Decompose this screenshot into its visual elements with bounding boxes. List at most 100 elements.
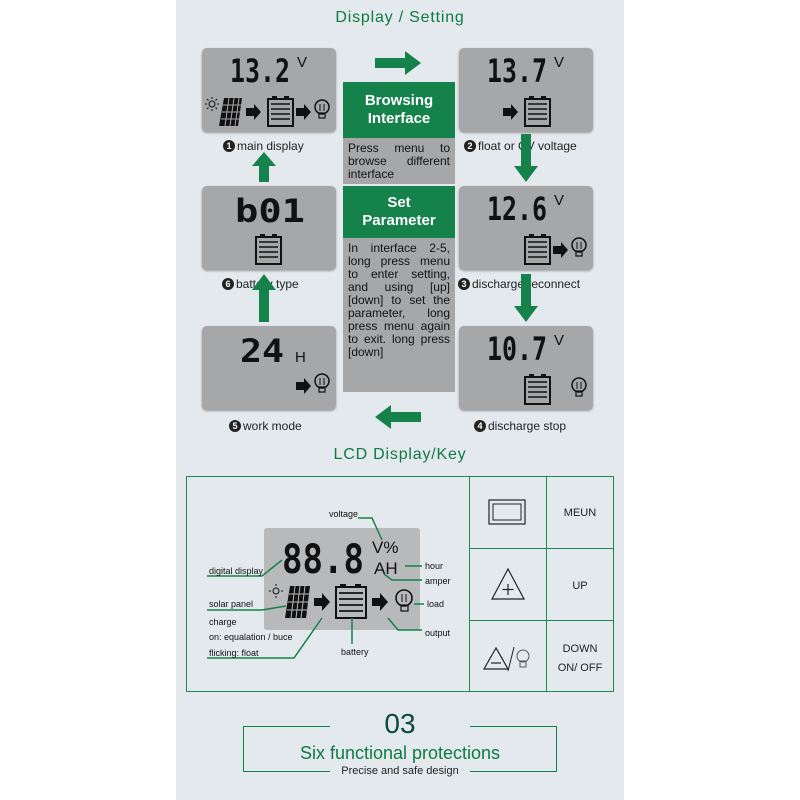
key-column-divider (546, 476, 547, 692)
label-battery: battery (341, 647, 369, 657)
lcd-screen-work: 24 H (202, 326, 336, 410)
battery-icon (335, 584, 367, 619)
lcd-stop-value: 10.7 (487, 330, 547, 368)
leader-solar-panel (207, 605, 287, 611)
down-onoff-key-icon (482, 646, 530, 672)
caption-text: main display (237, 139, 304, 153)
set-parameter-title-line1: Set (387, 194, 411, 211)
battery-icon (255, 234, 282, 265)
battery-icon (267, 96, 294, 127)
lcd-screen-stop: 10.7 V (459, 326, 593, 410)
number-badge: 2 (464, 140, 476, 152)
lcd-main-value: 13.2 (230, 52, 290, 90)
leader-output (387, 617, 422, 631)
bulb-icon (395, 589, 413, 612)
key-row-divider (469, 548, 614, 549)
label-charge: charge (209, 617, 237, 627)
solar-panel-icon (285, 585, 310, 619)
label-amper: amper (425, 576, 451, 586)
caption-text: work mode (243, 419, 302, 433)
lcd-screen-stop-graphic: 10.7 V (487, 330, 587, 405)
arrow-down-icon (514, 134, 538, 182)
frame-gap (330, 711, 470, 727)
protections-subtitle: Precise and safe design (341, 765, 459, 777)
number-badge: 5 (229, 420, 241, 432)
lcd-screen-reconnect-graphic: 12.6 V (487, 190, 587, 265)
key-column-divider (469, 476, 470, 692)
lcd-work-unit: H (295, 349, 306, 366)
battery-icon (524, 96, 551, 127)
lcd-float-value: 13.7 (487, 52, 547, 90)
battery-icon (524, 374, 551, 405)
arrow-right-icon (553, 242, 568, 258)
leader-amper (383, 573, 422, 581)
menu-key[interactable] (470, 477, 546, 548)
menu-key-label[interactable]: MEUN (563, 507, 597, 519)
leader-voltage (358, 517, 383, 541)
arrow-up-icon (252, 274, 276, 322)
lcd-screen-battery: b01 (202, 186, 336, 270)
display-setting-title: Display / Setting (335, 9, 465, 26)
set-parameter-desc: In interface 2-5, long press menu to ent… (343, 238, 455, 392)
lcd-reconnect-value: 12.6 (487, 190, 547, 228)
lcd-battery-value: b01 (235, 192, 305, 230)
arrow-right-icon (372, 593, 388, 611)
onoff-key-label[interactable]: ON/ OFF (557, 662, 603, 674)
label-charge-flicking: flicking: float (209, 648, 259, 658)
bulb-icon (314, 373, 330, 393)
arrow-right-icon (296, 104, 311, 120)
label-hour: hour (425, 561, 444, 571)
browsing-interface-header: Browsing Interface (343, 82, 455, 138)
lcd-screen-reconnect: 12.6 V (459, 186, 593, 270)
number-badge: 1 (223, 140, 235, 152)
arrow-right-icon (296, 378, 311, 394)
browsing-title-line1: Browsing (364, 92, 434, 109)
down-key-label[interactable]: DOWN (562, 643, 598, 655)
browsing-interface-desc: Press menu to browse different interface (343, 138, 455, 184)
arrow-left-icon (375, 405, 421, 429)
sun-icon (269, 584, 283, 598)
lcd-reconnect-unit: V (554, 192, 564, 209)
arrow-right-icon (246, 104, 261, 120)
lcd-screen-main: 13.2 V (202, 48, 336, 132)
up-key[interactable] (470, 549, 546, 620)
arrow-down-icon (514, 274, 538, 322)
battery-icon (524, 234, 551, 265)
label-load: load (427, 599, 445, 609)
arrow-right-icon (314, 593, 330, 611)
lcd-float-unit: V (554, 54, 564, 71)
lcd-key-frame (186, 476, 614, 692)
lcd-stop-unit: V (554, 332, 564, 349)
lcd-diagram-screen: 88.8 V% AH (264, 528, 420, 630)
lcd-screen-work-graphic: 24 H (240, 332, 330, 394)
bulb-icon (571, 377, 587, 397)
menu-key-icon (488, 499, 526, 525)
set-parameter-title-line2: Parameter (362, 212, 436, 229)
lcd-screen-float-graphic: 13.7 V (487, 52, 564, 127)
set-parameter-header: Set Parameter (343, 186, 455, 238)
lcd-diagram-units-bottom: AH (374, 559, 398, 578)
section-number-overlay: 03 (384, 708, 416, 739)
leader-charge (207, 617, 323, 659)
number-badge: 4 (474, 420, 486, 432)
browsing-title-line2: Interface (367, 110, 431, 127)
number-badge: 6 (222, 278, 234, 290)
arrow-up-icon (252, 152, 276, 182)
down-onoff-key[interactable] (470, 621, 546, 691)
lcd-diagram-units-top: V% (372, 538, 398, 557)
up-key-label[interactable]: UP (572, 580, 588, 592)
label-output: output (425, 628, 451, 638)
bulb-icon (314, 99, 330, 119)
lcd-screen-main-graphic: 13.2 V (205, 52, 330, 127)
lcd-diagram-graphic: 88.8 V% AH (269, 537, 413, 619)
lcd-main-unit: V (297, 54, 307, 71)
arrow-right-icon (503, 104, 518, 120)
bulb-icon (571, 237, 587, 257)
lcd-display-key-title: LCD Display/Key (333, 446, 467, 463)
